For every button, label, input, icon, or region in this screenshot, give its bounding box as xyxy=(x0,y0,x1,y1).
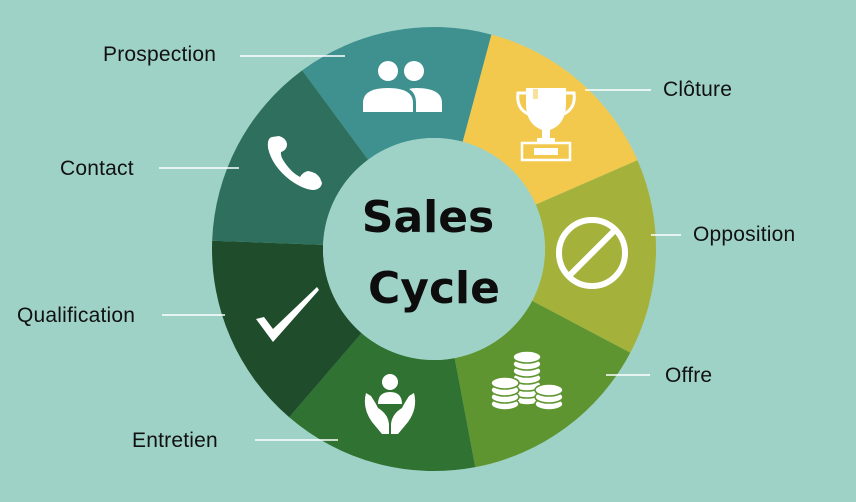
label-offre: Offre xyxy=(665,364,713,387)
segment-contact xyxy=(212,70,369,245)
label-prospection: Prospection xyxy=(103,43,217,66)
trophy-icon xyxy=(516,88,576,162)
segment-qualification xyxy=(212,240,362,418)
label-contact: Contact xyxy=(60,157,134,180)
label-entretien: Entretien xyxy=(132,429,218,452)
label-cloture: Clôture xyxy=(663,78,733,101)
center-title-line1: Sales xyxy=(362,192,495,243)
label-qualification: Qualification xyxy=(17,304,136,327)
checkmark-icon xyxy=(256,287,319,342)
connector-lines xyxy=(159,55,681,441)
phone-icon xyxy=(267,136,322,190)
hands-person-icon xyxy=(364,374,416,434)
users-icon xyxy=(363,61,442,112)
center-circle xyxy=(323,138,545,360)
label-opposition: Opposition xyxy=(693,223,796,246)
segment-opposition xyxy=(532,160,656,353)
coins-icon xyxy=(490,350,564,411)
prohibited-icon xyxy=(556,217,628,289)
center-title-line2: Cycle xyxy=(368,263,500,314)
